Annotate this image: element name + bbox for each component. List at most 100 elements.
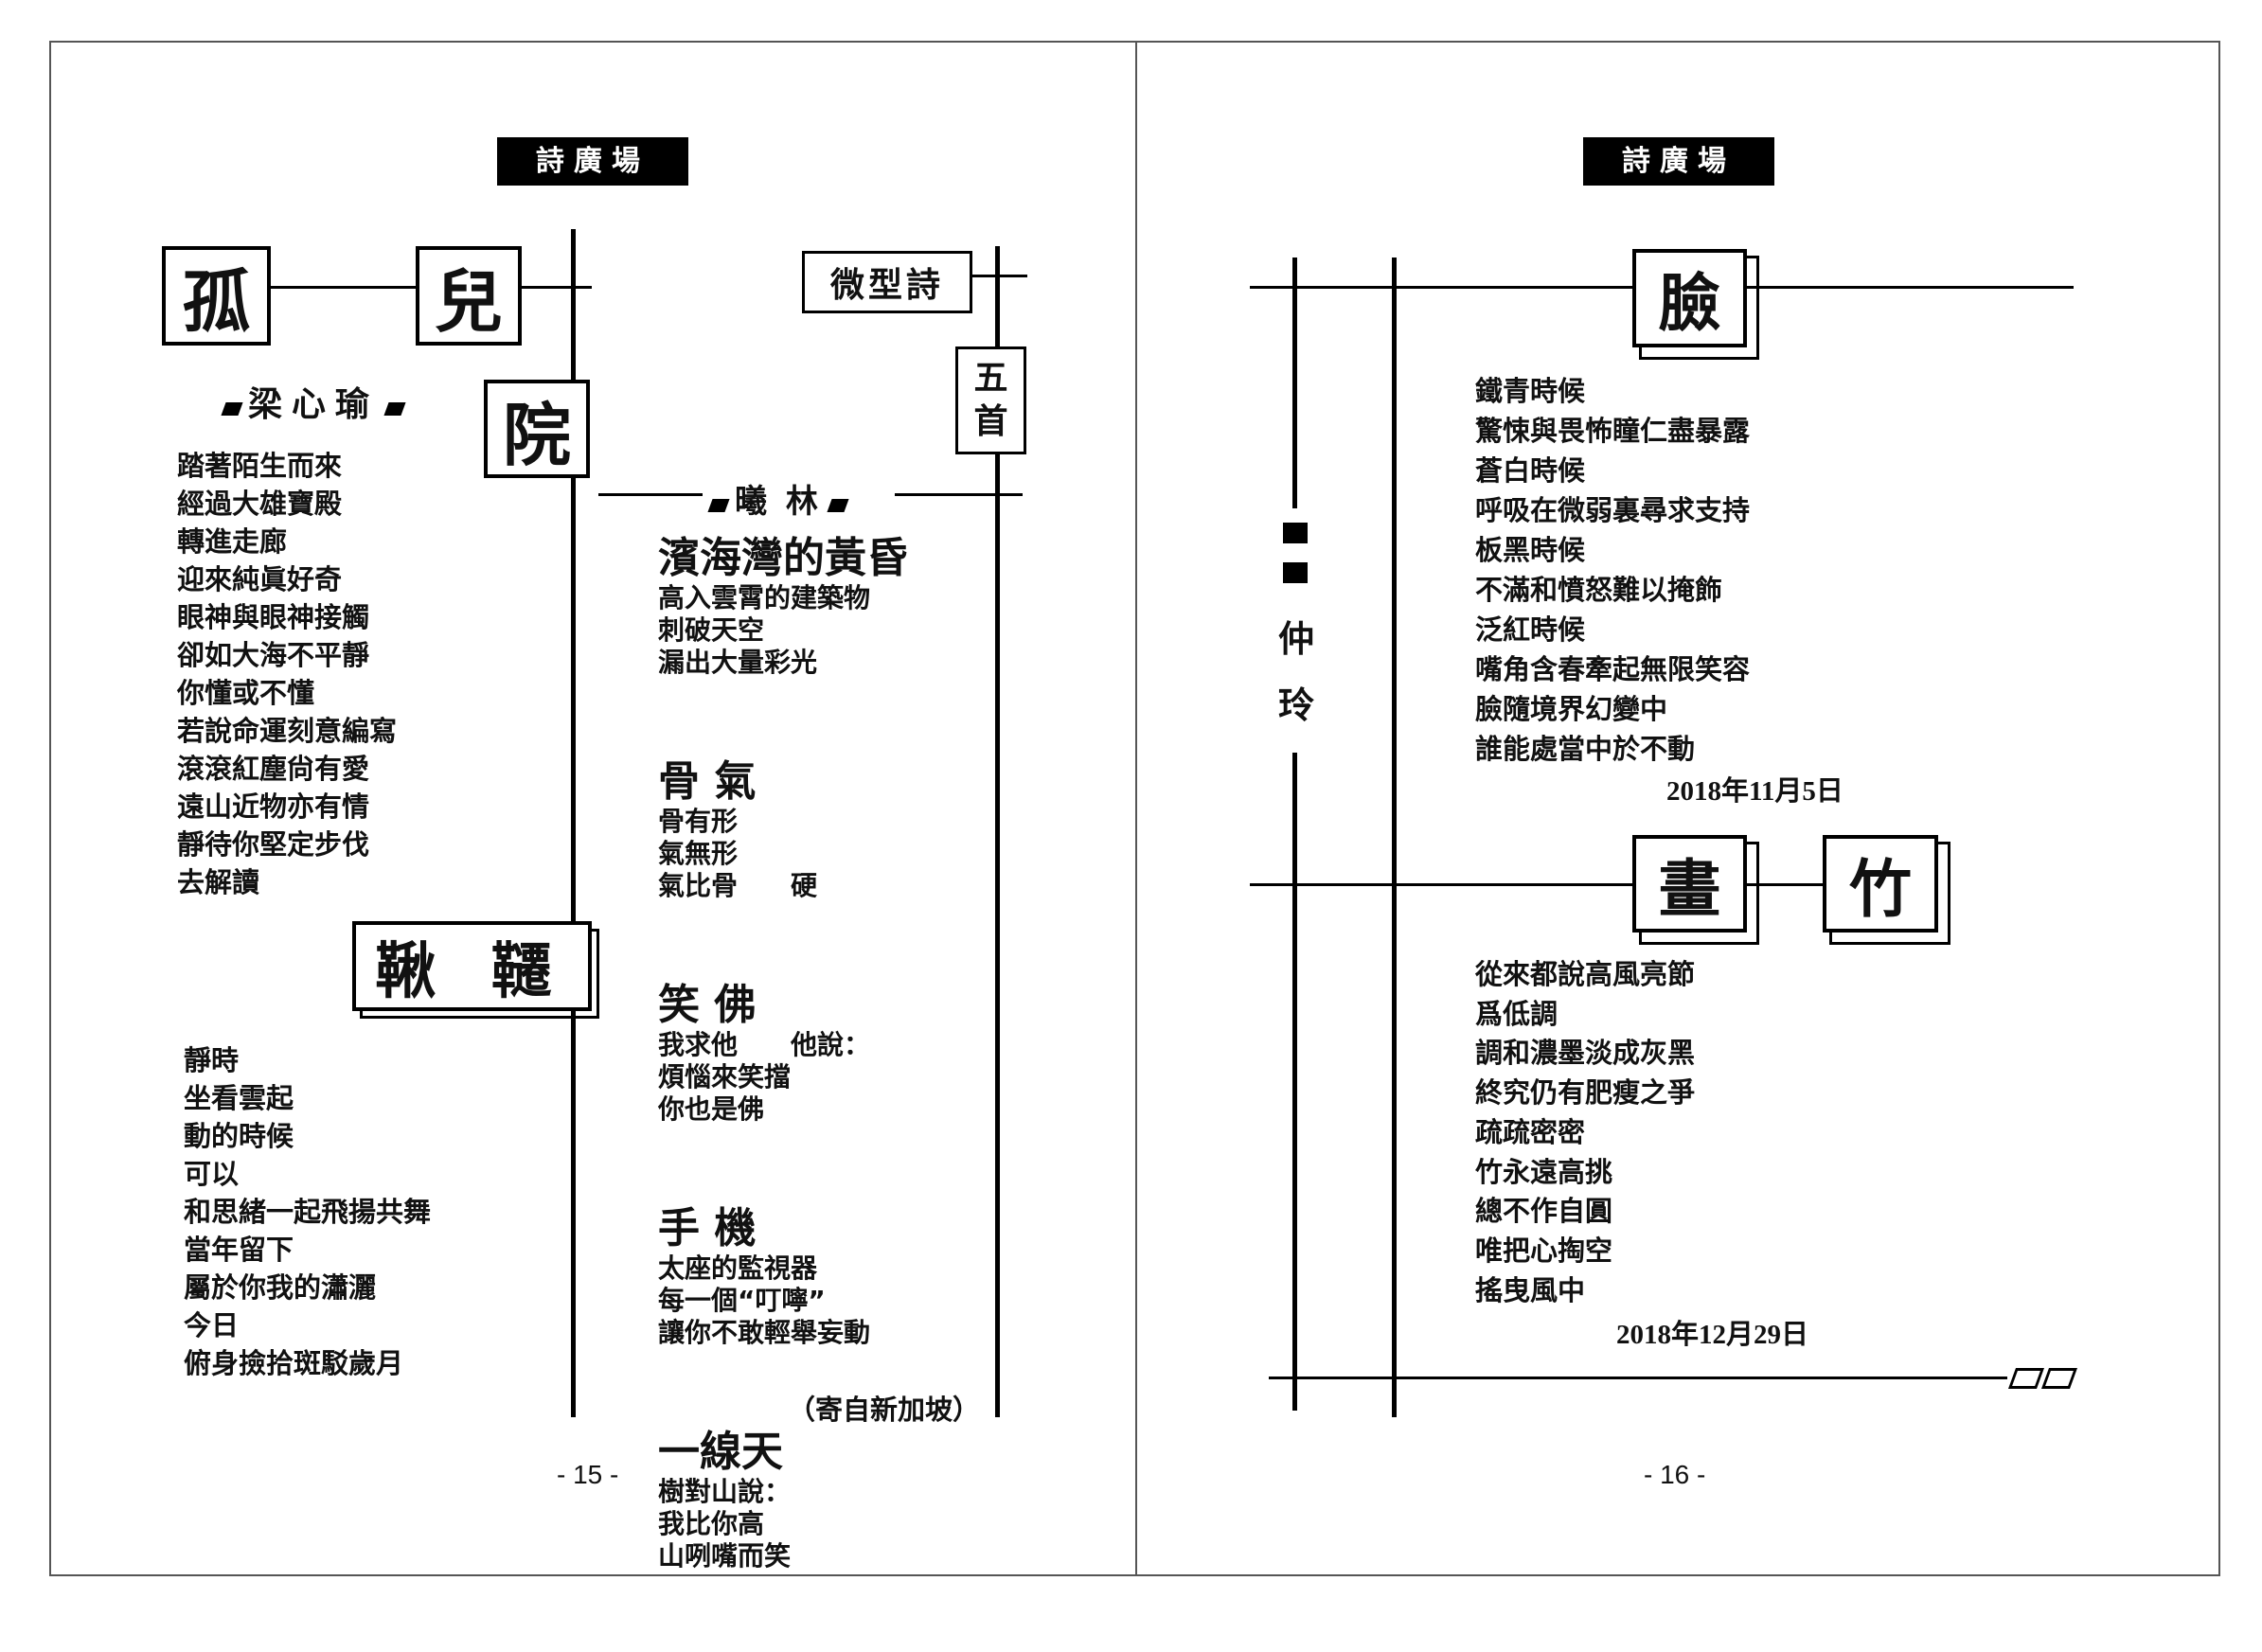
page-spine xyxy=(1135,41,1137,1576)
poem-line: 每一個“叮嚀” xyxy=(658,1285,826,1316)
author-name: 曦 林 xyxy=(735,483,822,521)
poem-line: 總不作自圓 xyxy=(1475,1195,1613,1228)
column-rule xyxy=(995,246,1000,1417)
poem-line: 骨有形 xyxy=(658,806,739,837)
poem-line: 我比你高 xyxy=(658,1508,765,1539)
poem-line: 爲低調 xyxy=(1475,997,1558,1030)
poem-line: 氣比骨 硬 xyxy=(658,870,818,901)
poem-line: 可以 xyxy=(184,1158,240,1190)
divider-line xyxy=(1250,883,1638,886)
poem-line: 臉隨境界幻變中 xyxy=(1475,693,1668,725)
page-number: - 16 - xyxy=(1644,1460,1706,1489)
poem-title-box: 竹 xyxy=(1823,835,1938,933)
poem-line: 遠山近物亦有情 xyxy=(177,790,370,823)
divider-line xyxy=(521,286,592,289)
poem-line: 迎來純眞好奇 xyxy=(177,563,343,595)
poem-line: 疏疏密密 xyxy=(1475,1115,1586,1148)
poem-line: 嘴角含春牽起無限笑容 xyxy=(1475,653,1751,685)
poem-line: 驚悚與畏怖瞳仁盡暴露 xyxy=(1475,415,1751,447)
poem-line: 靜時 xyxy=(184,1044,240,1076)
micro-poem: 手 機太座的監視器每一個“叮嚀”讓你不敢輕舉妄動 xyxy=(658,1205,908,1349)
poem-line: 高入雲霄的建築物 xyxy=(658,582,871,613)
square-bullet-icon xyxy=(1283,562,1308,583)
poem-line: 氣無形 xyxy=(658,838,739,869)
poem-line: 你也是佛 xyxy=(658,1093,765,1125)
poem-body: 鐵青時候驚悚與畏怖瞳仁盡暴露蒼白時候呼吸在微弱裏尋求支持板黑時候不滿和憤怒難以掩… xyxy=(1475,371,1750,769)
count-char: 五 xyxy=(973,359,1008,398)
poem-line: 調和濃墨淡成灰黑 xyxy=(1475,1037,1696,1070)
second-title-box: 鞦 韆 xyxy=(352,921,592,1011)
poem-line: 讓你不敢輕舉妄動 xyxy=(658,1317,871,1348)
micro-poem-title: 手 機 xyxy=(658,1204,757,1252)
title-char-box: 院 xyxy=(484,380,590,478)
poem-line: 煩惱來笑擋 xyxy=(658,1061,792,1092)
poem-date: 2018年11月5日 xyxy=(1666,776,1843,807)
poem-line: 我求他 他說： xyxy=(658,1029,871,1060)
poem-line: 山咧嘴而笑 xyxy=(658,1540,792,1572)
poem-line: 蒼白時候 xyxy=(1475,454,1586,487)
poem-line: 搖曳風中 xyxy=(1475,1273,1586,1306)
section-header-left: 詩廣場 xyxy=(497,137,688,186)
count-char: 首 xyxy=(973,402,1008,441)
micro-poem-title: 笑 佛 xyxy=(658,981,757,1029)
divider-line xyxy=(598,493,703,496)
author-name: 梁心瑜 xyxy=(248,385,380,424)
divider-line xyxy=(972,275,1027,277)
poem-line: 從來都說高風亮節 xyxy=(1475,958,1696,990)
divider-line xyxy=(270,286,417,289)
author-byline: 梁心瑜 xyxy=(216,377,411,426)
author-char: 玲 xyxy=(1277,684,1314,726)
poem-body: 踏著陌生而來經過大雄寶殿轉進走廊迎來純眞好奇眼神與眼神接觸卻如大海不平靜你懂或不… xyxy=(177,447,397,901)
spread-frame xyxy=(49,41,2220,1576)
poem-line: 刺破天空 xyxy=(658,614,765,646)
poem-body: 靜時坐看雲起動的時候可以和思緒一起飛揚共舞當年留下屬於你我的瀟灑今日俯身撿拾斑駁… xyxy=(184,1041,431,1382)
poem-line: 俯身撿拾斑駁歲月 xyxy=(184,1347,404,1379)
poem-line: 不滿和憤怒難以掩飾 xyxy=(1475,574,1723,606)
square-bullet-icon xyxy=(383,402,406,416)
poem-line: 漏出大量彩光 xyxy=(658,647,818,678)
poem-line: 經過大雄寶殿 xyxy=(177,488,343,520)
title-char-box: 兒 xyxy=(416,246,522,346)
poem-line: 靜待你堅定步伐 xyxy=(177,828,370,861)
source-note: （寄自新加坡） xyxy=(788,1394,981,1426)
micro-poem: 濱海灣的黃昏高入雲霄的建築物刺破天空漏出大量彩光 xyxy=(658,535,908,679)
poem-line: 誰能處當中於不動 xyxy=(1475,733,1696,765)
author-vertical: 仲 玲 xyxy=(1274,606,1318,738)
poem-line: 屬於你我的瀟灑 xyxy=(184,1271,377,1304)
poem-line: 當年留下 xyxy=(184,1234,294,1266)
poem-line: 轉進走廊 xyxy=(177,525,288,558)
poem-line: 呼吸在微弱裏尋求支持 xyxy=(1475,494,1751,526)
column-rule xyxy=(1292,753,1297,1411)
square-bullet-icon xyxy=(221,402,243,416)
author-char: 仲 xyxy=(1277,618,1314,660)
poem-line: 今日 xyxy=(184,1309,240,1341)
micro-poem: 一線天樹對山說：我比你高山咧嘴而笑 xyxy=(658,1429,908,1572)
square-bullet-icon xyxy=(707,499,730,512)
poem-line: 去解讀 xyxy=(177,866,260,898)
count-label: 五 首 xyxy=(955,346,1026,454)
column-rule xyxy=(1292,258,1297,508)
micro-poem: 骨 氣骨有形氣無形氣比骨 硬 xyxy=(658,758,908,902)
micro-poem-title: 一線天 xyxy=(658,1428,783,1476)
poem-line: 你懂或不懂 xyxy=(177,677,315,709)
micro-poem-title: 濱海灣的黃昏 xyxy=(658,534,908,582)
poem-line: 若說命運刻意編寫 xyxy=(177,715,398,747)
micro-poem: 笑 佛我求他 他說：煩惱來笑擋你也是佛 xyxy=(658,982,908,1126)
poem-line: 動的時候 xyxy=(184,1120,294,1152)
micro-author-byline: 曦 林 xyxy=(703,475,854,522)
poem-title-box: 畫 xyxy=(1632,835,1747,933)
divider-line xyxy=(1269,1377,2007,1379)
divider-line xyxy=(895,493,1023,496)
poem-title-box: 臉 xyxy=(1632,249,1747,347)
poem-line: 太座的監視器 xyxy=(658,1252,818,1284)
poem-line: 眼神與眼神接觸 xyxy=(177,601,370,633)
poem-line: 卻如大海不平靜 xyxy=(177,639,370,671)
micro-poem-label: 微型詩 xyxy=(802,251,972,313)
section-header-right: 詩廣場 xyxy=(1583,137,1774,186)
square-bullet-icon xyxy=(1283,523,1308,543)
poem-line: 滾滾紅塵尙有愛 xyxy=(177,753,370,785)
poem-line: 坐看雲起 xyxy=(184,1082,294,1114)
poem-line: 泛紅時候 xyxy=(1475,613,1586,646)
square-bullet-icon xyxy=(827,499,849,512)
poem-line: 踏著陌生而來 xyxy=(177,450,343,482)
